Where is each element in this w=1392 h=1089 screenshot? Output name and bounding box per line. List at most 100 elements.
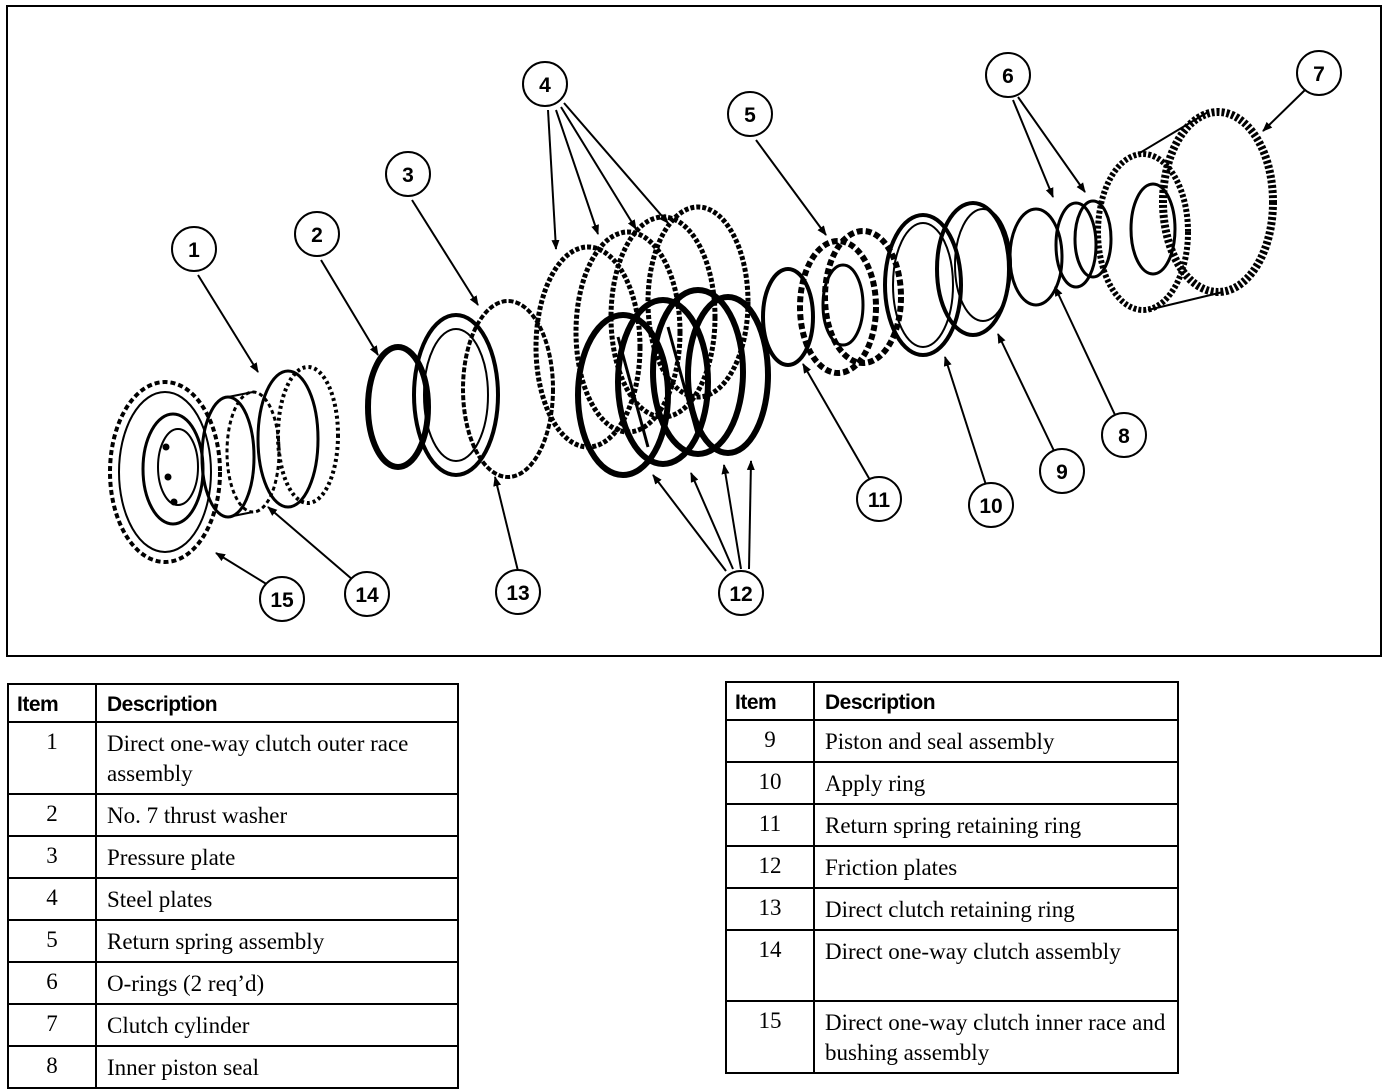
callout-13: 13 — [495, 569, 541, 615]
table-row: 10 Apply ring — [725, 761, 1179, 805]
table-row: 1 Direct one-way clutch outer race assem… — [7, 721, 459, 795]
item-description: Direct one-way clutch assembly — [813, 929, 1179, 1002]
part-15-inner-race — [108, 380, 222, 564]
item-number: 3 — [7, 835, 97, 879]
svg-text:14: 14 — [355, 584, 379, 607]
svg-text:7: 7 — [1313, 63, 1325, 86]
part-2-thrust-washer — [365, 344, 431, 470]
svg-text:6: 6 — [1002, 65, 1014, 88]
table-row: 14 Direct one-way clutch assembly — [725, 929, 1179, 1002]
part-9-piston — [935, 201, 1012, 337]
part-12-friction-plates — [575, 287, 771, 478]
table-row: 11 Return spring retaining ring — [725, 803, 1179, 847]
part-4-steel-plates — [533, 204, 751, 450]
item-description: Pressure plate — [95, 835, 459, 879]
item-number: 4 — [7, 877, 97, 921]
svg-text:4: 4 — [539, 74, 551, 97]
part-5-return-spring-assembly — [797, 228, 904, 376]
header-description: Description — [813, 681, 1179, 721]
diagram-drawing: 1 2 3 4 5 6 7 8 9 10 11 12 — [108, 50, 1342, 622]
item-description: Return spring retaining ring — [813, 803, 1179, 847]
part-10-apply-ring — [883, 213, 963, 357]
part-8-inner-piston-seal — [1008, 207, 1064, 307]
svg-text:8: 8 — [1118, 425, 1130, 448]
callout-6: 6 — [985, 52, 1031, 98]
item-description: Inner piston seal — [95, 1045, 459, 1089]
item-description: Friction plates — [813, 845, 1179, 889]
svg-text:13: 13 — [506, 582, 529, 605]
callout-12: 12 — [718, 570, 764, 616]
callout-11: 11 — [856, 476, 902, 522]
callout-7: 7 — [1296, 50, 1342, 96]
item-description: Clutch cylinder — [95, 1003, 459, 1047]
svg-text:10: 10 — [979, 495, 1002, 518]
item-description: No. 7 thrust washer — [95, 793, 459, 837]
legend-header-row: Item Description — [725, 681, 1179, 721]
item-number: 6 — [7, 961, 97, 1005]
table-row: 6 O-rings (2 req’d) — [7, 961, 459, 1005]
legend-table-right: Item Description 9 Piston and seal assem… — [725, 681, 1179, 1074]
item-description: Direct one-way clutch inner race and bus… — [813, 1000, 1179, 1074]
table-row: 4 Steel plates — [7, 877, 459, 921]
part-11-retaining-ring — [761, 267, 815, 367]
item-number: 7 — [7, 1003, 97, 1047]
table-row: 3 Pressure plate — [7, 835, 459, 879]
svg-text:2: 2 — [311, 224, 323, 247]
callout-1: 1 — [171, 226, 217, 272]
item-description: Direct one-way clutch outer race assembl… — [95, 721, 459, 795]
svg-text:3: 3 — [402, 164, 414, 187]
callout-5: 5 — [727, 91, 773, 137]
part-3-pressure-plate — [412, 313, 500, 477]
item-number: 8 — [7, 1045, 97, 1089]
item-number: 9 — [725, 719, 815, 763]
item-number: 15 — [725, 1000, 815, 1074]
legend-header-row: Item Description — [7, 683, 459, 723]
table-row: 7 Clutch cylinder — [7, 1003, 459, 1047]
item-number: 14 — [725, 929, 815, 1002]
item-description: O-rings (2 req’d) — [95, 961, 459, 1005]
callout-3: 3 — [385, 151, 431, 197]
item-number: 13 — [725, 887, 815, 931]
callout-10: 10 — [968, 482, 1014, 528]
table-row: 9 Piston and seal assembly — [725, 719, 1179, 763]
table-row: 12 Friction plates — [725, 845, 1179, 889]
part-6-o-rings — [1054, 199, 1113, 289]
svg-text:12: 12 — [729, 583, 752, 606]
legend-table-left: Item Description 1 Direct one-way clutch… — [7, 683, 459, 1089]
table-row: 5 Return spring assembly — [7, 919, 459, 963]
callout-9: 9 — [1039, 448, 1085, 494]
item-number: 5 — [7, 919, 97, 963]
table-row: 15 Direct one-way clutch inner race and … — [725, 1000, 1179, 1074]
callout-4: 4 — [522, 61, 568, 107]
svg-text:9: 9 — [1056, 461, 1068, 484]
svg-text:11: 11 — [868, 489, 891, 512]
header-description: Description — [95, 683, 459, 723]
item-description: Apply ring — [813, 761, 1179, 805]
exploded-view-diagram: 1 2 3 4 5 6 7 8 9 10 11 12 — [6, 5, 1382, 657]
table-row: 13 Direct clutch retaining ring — [725, 887, 1179, 931]
item-number: 11 — [725, 803, 815, 847]
leader-lines — [197, 88, 1307, 586]
header-item: Item — [7, 683, 97, 723]
callout-15: 15 — [259, 576, 305, 622]
item-description: Direct clutch retaining ring — [813, 887, 1179, 931]
callout-8: 8 — [1101, 412, 1147, 458]
item-number: 2 — [7, 793, 97, 837]
item-number: 1 — [7, 721, 97, 795]
item-description: Steel plates — [95, 877, 459, 921]
callout-14: 14 — [344, 571, 390, 617]
part-1-outer-race — [256, 365, 340, 509]
item-description: Return spring assembly — [95, 919, 459, 963]
item-description: Piston and seal assembly — [813, 719, 1179, 763]
part-7-clutch-cylinder — [1095, 108, 1277, 313]
item-number: 12 — [725, 845, 815, 889]
table-row: 2 No. 7 thrust washer — [7, 793, 459, 837]
svg-text:5: 5 — [744, 104, 756, 127]
callout-2: 2 — [294, 211, 340, 257]
header-item: Item — [725, 681, 815, 721]
part-14-one-way-clutch — [200, 390, 281, 519]
item-number: 10 — [725, 761, 815, 805]
svg-text:1: 1 — [188, 239, 200, 262]
svg-text:15: 15 — [270, 589, 294, 612]
part-13-retaining-ring — [461, 299, 555, 479]
